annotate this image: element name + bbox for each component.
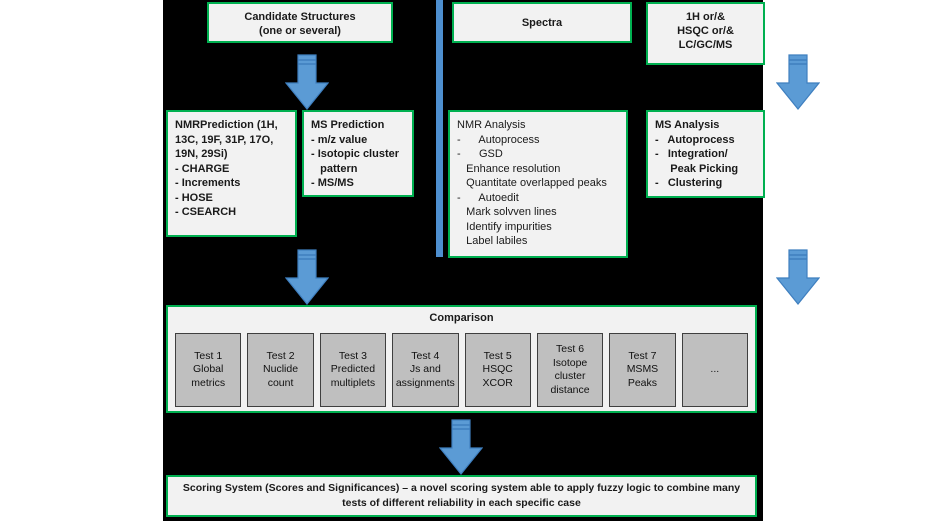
test-line: Peaks (627, 376, 658, 389)
instruments-line1: 1H or/& (685, 11, 726, 23)
list-item: - HOSE (175, 191, 213, 204)
test-box-4[interactable]: Test 4 Js and assignments (392, 333, 459, 407)
list-item: Quantitate overlapped peaks (457, 177, 607, 189)
list-item: - Autoprocess (457, 133, 540, 146)
ms-analysis-box: MS Analysis - Autoprocess - Integration/… (646, 110, 765, 198)
ms-analysis-list: - Autoprocess - Integration/ Peak Pickin… (655, 133, 756, 191)
spectra-box: Spectra (452, 2, 632, 43)
test-line: Test 1 (194, 349, 223, 362)
test-line: MSMS (626, 363, 659, 376)
scoring-line1: Scoring System (Scores and Significances… (182, 482, 741, 494)
test-line: Test 3 (338, 349, 367, 362)
test-box-3[interactable]: Test 3 Predicted multiplets (319, 333, 387, 407)
nmr-prediction-list: - CHARGE - Increments - HOSE - CSEARCH (175, 162, 288, 220)
instruments-box: 1H or/& HSQC or/& LC/GC/MS (646, 2, 765, 65)
list-item: - MS/MS (311, 177, 354, 189)
list-item: Identify impurities (457, 220, 552, 233)
list-item: - Autoedit (457, 191, 519, 204)
ms-analysis-title: MS Analysis (655, 119, 720, 131)
ms-prediction-list: - m/z value - Isotopic cluster pattern -… (311, 133, 405, 191)
list-item: - m/z value (311, 133, 368, 146)
list-item: Mark solvven lines (457, 206, 557, 218)
list-item: Enhance resolution (457, 162, 561, 175)
test-line: Global (193, 363, 224, 376)
test-box-1[interactable]: Test 1 Global metrics (175, 333, 242, 407)
instruments-line3: LC/GC/MS (678, 39, 733, 51)
arrow-analysis-to-comparison (776, 248, 820, 306)
test-line: multiplets (330, 376, 376, 389)
comparison-panel: Comparison Test 1 Global metrics Test 2 … (166, 305, 757, 413)
test-line: Predicted (330, 363, 376, 376)
ms-prediction-box: MS Prediction - m/z value - Isotopic clu… (302, 110, 414, 197)
diagram-canvas: Candidate Structures (one or several) Sp… (163, 0, 820, 521)
arrow-candidate-to-prediction (285, 53, 329, 111)
test-line: distance (550, 383, 590, 396)
list-item: - Autoprocess (655, 133, 735, 146)
test-line: Nuclide (263, 363, 299, 376)
test-line: count (267, 376, 294, 389)
test-line: assignments (395, 376, 455, 389)
list-item: Label labiles (457, 235, 528, 247)
candidate-structures-line1: Candidate Structures (244, 11, 356, 23)
test-box-2[interactable]: Test 2 Nuclide count (247, 333, 314, 407)
nmr-analysis-list: - Autoprocess - GSD Enhance resolution Q… (457, 133, 619, 249)
arrow-comparison-to-scoring (439, 418, 483, 476)
spectra-label: Spectra (521, 17, 563, 29)
nmr-prediction-box: NMRPrediction (1H, 13C, 19F, 31P, 17O, 1… (166, 110, 297, 237)
test-line: metrics (191, 376, 226, 389)
comparison-label: Comparison (429, 312, 494, 324)
nmr-prediction-title-line1: NMRPrediction (1H, (175, 119, 278, 131)
list-item: Peak Picking (655, 162, 739, 175)
test-line: ... (710, 363, 720, 376)
list-item: - Clustering (655, 177, 723, 189)
list-item: - CSEARCH (175, 206, 237, 218)
list-item: pattern (311, 162, 358, 175)
nmr-prediction-title-line2: 13C, 19F, 31P, 17O, (175, 133, 274, 146)
test-box-5[interactable]: Test 5 HSQC XCOR (464, 333, 531, 407)
test-box-7[interactable]: Test 7 MSMS Peaks (609, 333, 676, 407)
scoring-line2: tests of different reliability in each s… (342, 497, 581, 509)
test-line: HSQC (482, 363, 513, 376)
candidate-structures-box: Candidate Structures (one or several) (207, 2, 393, 43)
list-item: - CHARGE (175, 162, 230, 175)
test-line: Test 5 (483, 349, 512, 362)
test-line: Js and (409, 363, 441, 376)
test-box-more[interactable]: ... (681, 333, 748, 407)
tests-row: Test 1 Global metrics Test 2 Nuclide cou… (175, 333, 748, 407)
arrow-instruments-to-msanalysis (776, 53, 820, 111)
test-line: Test 4 (411, 349, 440, 362)
nmr-analysis-title: NMR Analysis (457, 119, 526, 131)
arrow-prediction-to-comparison (285, 248, 329, 306)
vertical-divider (436, 0, 443, 257)
scoring-system-box: Scoring System (Scores and Significances… (166, 475, 757, 517)
test-line: Test 2 (266, 349, 295, 362)
list-item: - Integration/ (655, 148, 728, 160)
ms-prediction-title: MS Prediction (311, 119, 385, 131)
list-item: - GSD (457, 148, 503, 160)
candidate-structures-line2: (one or several) (259, 25, 341, 37)
test-line: Test 7 (628, 349, 657, 362)
test-line: Test 6 (556, 343, 585, 355)
nmr-prediction-title-line3: 19N, 29Si) (175, 148, 228, 160)
test-line: XCOR (482, 376, 513, 389)
list-item: - Increments (175, 177, 241, 189)
test-box-6[interactable]: Test 6 Isotope cluster distance (536, 333, 604, 407)
instruments-line2: HSQC or/& (677, 25, 734, 37)
test-line: Isotope (552, 356, 588, 369)
list-item: - Isotopic cluster (311, 148, 400, 160)
nmr-analysis-box: NMR Analysis - Autoprocess - GSD Enhance… (448, 110, 628, 258)
test-line: cluster (554, 370, 586, 382)
